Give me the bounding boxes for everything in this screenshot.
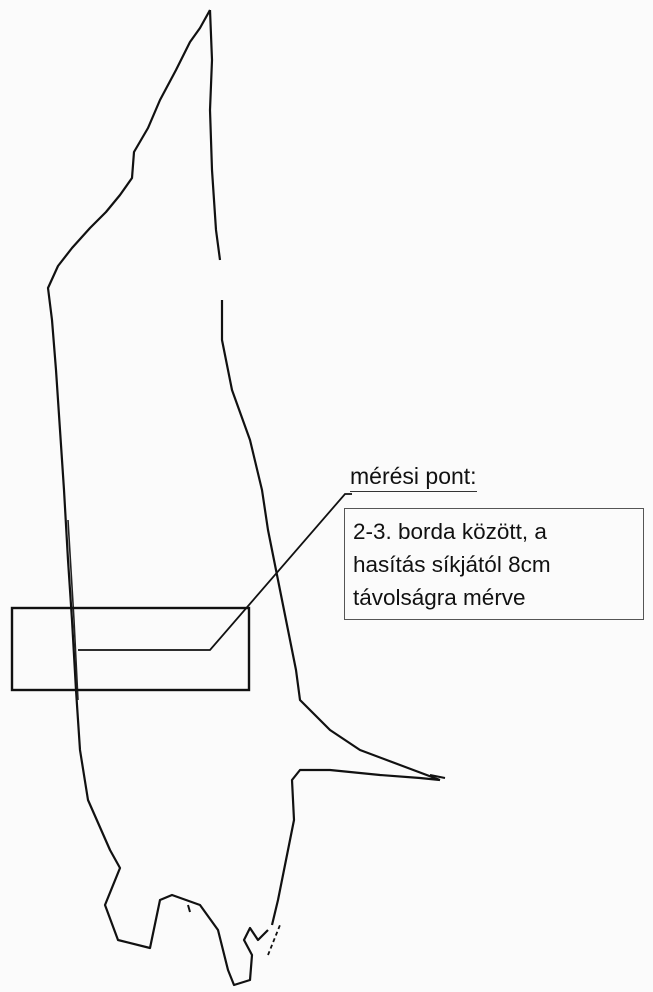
measurement-area-box: [12, 608, 249, 690]
note-line-1: 2-3. borda között, a: [353, 515, 643, 548]
measurement-point-label: mérési pont:: [350, 463, 477, 492]
note-line-3: távolságra mérve: [353, 581, 643, 614]
note-line-2: hasítás síkjától 8cm: [353, 548, 643, 581]
carcass-outline: [48, 10, 268, 985]
measurement-note-box: 2-3. borda között, a hasítás síkjától 8c…: [344, 508, 644, 620]
pointer-line: [78, 494, 352, 650]
carcass-foot-dash: [268, 925, 280, 955]
spine-line: [68, 520, 78, 700]
carcass-mark: [188, 905, 190, 912]
